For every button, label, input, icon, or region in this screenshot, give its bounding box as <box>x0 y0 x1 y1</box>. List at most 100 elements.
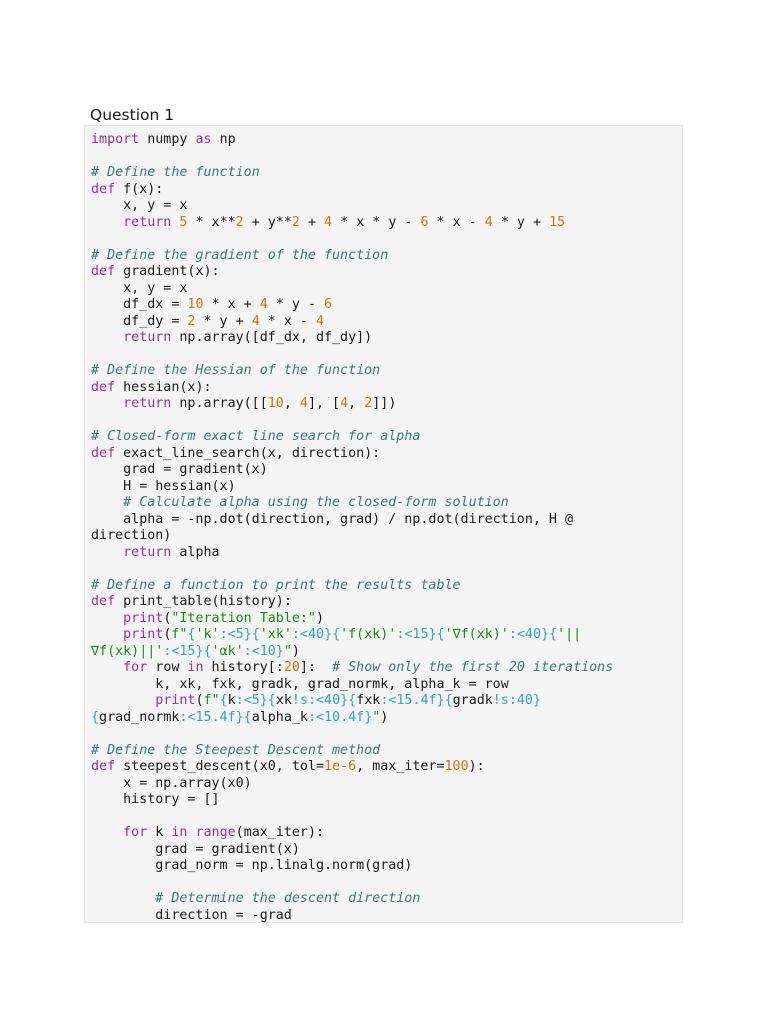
code-token: for <box>123 825 148 840</box>
code-line: def f(x): <box>91 182 682 199</box>
code-token: 15 <box>549 214 566 230</box>
code-token: print <box>123 610 164 626</box>
code-line: print("Iteration Table:") <box>91 611 682 628</box>
code-token: # Define a function to print the results… <box>91 577 461 593</box>
code-token: " <box>372 709 381 725</box>
code-token: * x + <box>203 297 260 312</box>
code-token <box>91 545 123 560</box>
code-token: in <box>187 660 204 675</box>
code-token: 4 <box>484 214 493 230</box>
code-token: # Define the Hessian of the function <box>91 363 381 378</box>
code-token: '∇f(xk)' <box>444 627 509 642</box>
code-token <box>91 660 123 675</box>
code-token: 2 <box>235 214 244 230</box>
code-token: 20 <box>283 660 300 675</box>
code-token: def <box>91 445 116 461</box>
code-token: x, y = x <box>91 198 188 213</box>
code-line: # Closed-form exact line search for alph… <box>91 429 682 446</box>
code-line: grad_norm = np.linalg.norm(grad) <box>91 858 682 875</box>
code-token: ∇f(xk)||' <box>91 643 164 659</box>
code-line: def print_table(history): <box>91 594 682 611</box>
code-block: import numpy as np​# Define the function… <box>84 125 683 923</box>
code-line: grad = gradient(x) <box>91 842 682 859</box>
code-token: fxk <box>356 693 381 708</box>
code-token: 4 <box>340 396 349 411</box>
code-token: :<15.4f}{ <box>380 693 453 708</box>
code-token: 5 <box>179 214 188 230</box>
code-token: history = [] <box>91 792 220 807</box>
code-token: # Show only the first 20 iterations <box>332 660 614 675</box>
code-token: + <box>299 214 325 230</box>
code-token: 4 <box>251 313 260 329</box>
code-listing: import numpy as np​# Define the function… <box>85 126 682 923</box>
code-token: 100 <box>444 759 469 774</box>
code-token: # Calculate alpha using the closed-form … <box>123 495 509 510</box>
code-token: :<15.4f}{ <box>179 709 252 725</box>
code-token: return <box>123 544 172 560</box>
code-token: # Closed-form exact line search for alph… <box>91 429 421 444</box>
code-token: * y + <box>195 313 252 329</box>
code-token <box>91 611 123 626</box>
code-line: x, y = x <box>91 198 682 215</box>
code-line: # Calculate alpha using the closed-form … <box>91 495 682 512</box>
code-line: x = np.array(x0) <box>91 776 682 793</box>
code-token: # Define the function <box>91 165 260 180</box>
code-line: k, xk, fxk, gradk, grad_normk, alpha_k =… <box>91 677 682 694</box>
code-token: * y - <box>267 297 325 312</box>
code-token: * x * y - <box>332 214 421 230</box>
code-token: 1e-6 <box>323 759 357 774</box>
code-token: :<10.4f} <box>307 709 373 725</box>
code-token: x, y = x <box>91 280 188 296</box>
code-token: # Define the gradient of the function <box>91 247 389 263</box>
code-token: , <box>348 396 365 411</box>
code-token <box>91 627 123 642</box>
code-token: !s:<40}{ <box>291 693 357 708</box>
code-token: 'αk' <box>211 643 244 659</box>
code-token: xk <box>275 693 292 708</box>
code-token: return <box>123 396 172 411</box>
code-token: print <box>123 627 164 642</box>
question-title: Question 1 <box>90 106 175 124</box>
code-token: * x - <box>428 214 485 230</box>
code-line: for k in range(max_iter): <box>91 825 682 842</box>
code-token: :<15}{ <box>396 627 445 642</box>
code-line: print(f"{k:<5}{xk!s:<40}{fxk:<15.4f}{gra… <box>91 693 682 710</box>
code-token: return <box>123 214 172 230</box>
code-token: np.array([[ <box>171 396 268 411</box>
code-token: grad = gradient(x) <box>91 462 268 477</box>
code-token: x = np.array(x0) <box>91 775 252 791</box>
code-token: np <box>211 132 236 147</box>
code-token: "Iteration Table:" <box>171 610 316 626</box>
code-token: in <box>171 825 188 840</box>
code-token: for <box>123 660 148 675</box>
code-token: direction = -grad <box>91 907 292 923</box>
code-token: exact_line_search(x, direction): <box>115 445 381 461</box>
code-token: (max_iter): <box>235 825 325 840</box>
code-token <box>91 825 123 840</box>
code-token: ) <box>315 610 325 626</box>
code-line: return np.array([df_dx, df_dy]) <box>91 330 682 347</box>
code-token: hessian(x): <box>115 379 212 395</box>
code-line: direction) <box>91 528 682 545</box>
code-token: ( <box>163 610 172 626</box>
code-token: numpy <box>139 132 196 147</box>
code-line: # Define the function <box>91 165 682 182</box>
code-line: def exact_line_search(x, direction): <box>91 446 682 463</box>
code-token: :<15}{ <box>163 643 212 659</box>
code-token: { <box>91 709 100 725</box>
code-token <box>91 330 123 345</box>
code-token <box>91 396 123 411</box>
code-token: 2 <box>291 214 300 230</box>
code-line: return np.array([[10, 4], [4, 2]]) <box>91 396 682 413</box>
code-token: def <box>91 264 116 279</box>
code-token: * x - <box>259 313 316 329</box>
code-token: grad = gradient(x) <box>91 841 300 857</box>
code-line: H = hessian(x) <box>91 479 682 496</box>
code-token: print <box>155 693 196 708</box>
code-line: # Define the gradient of the function <box>91 248 682 265</box>
code-token: df_dy = <box>91 313 188 329</box>
code-line: alpha = -np.dot(direction, grad) / np.do… <box>91 512 682 529</box>
code-line: history = [] <box>91 792 682 809</box>
code-token: f(x): <box>115 181 164 197</box>
code-token: :<5}{ <box>235 693 276 708</box>
